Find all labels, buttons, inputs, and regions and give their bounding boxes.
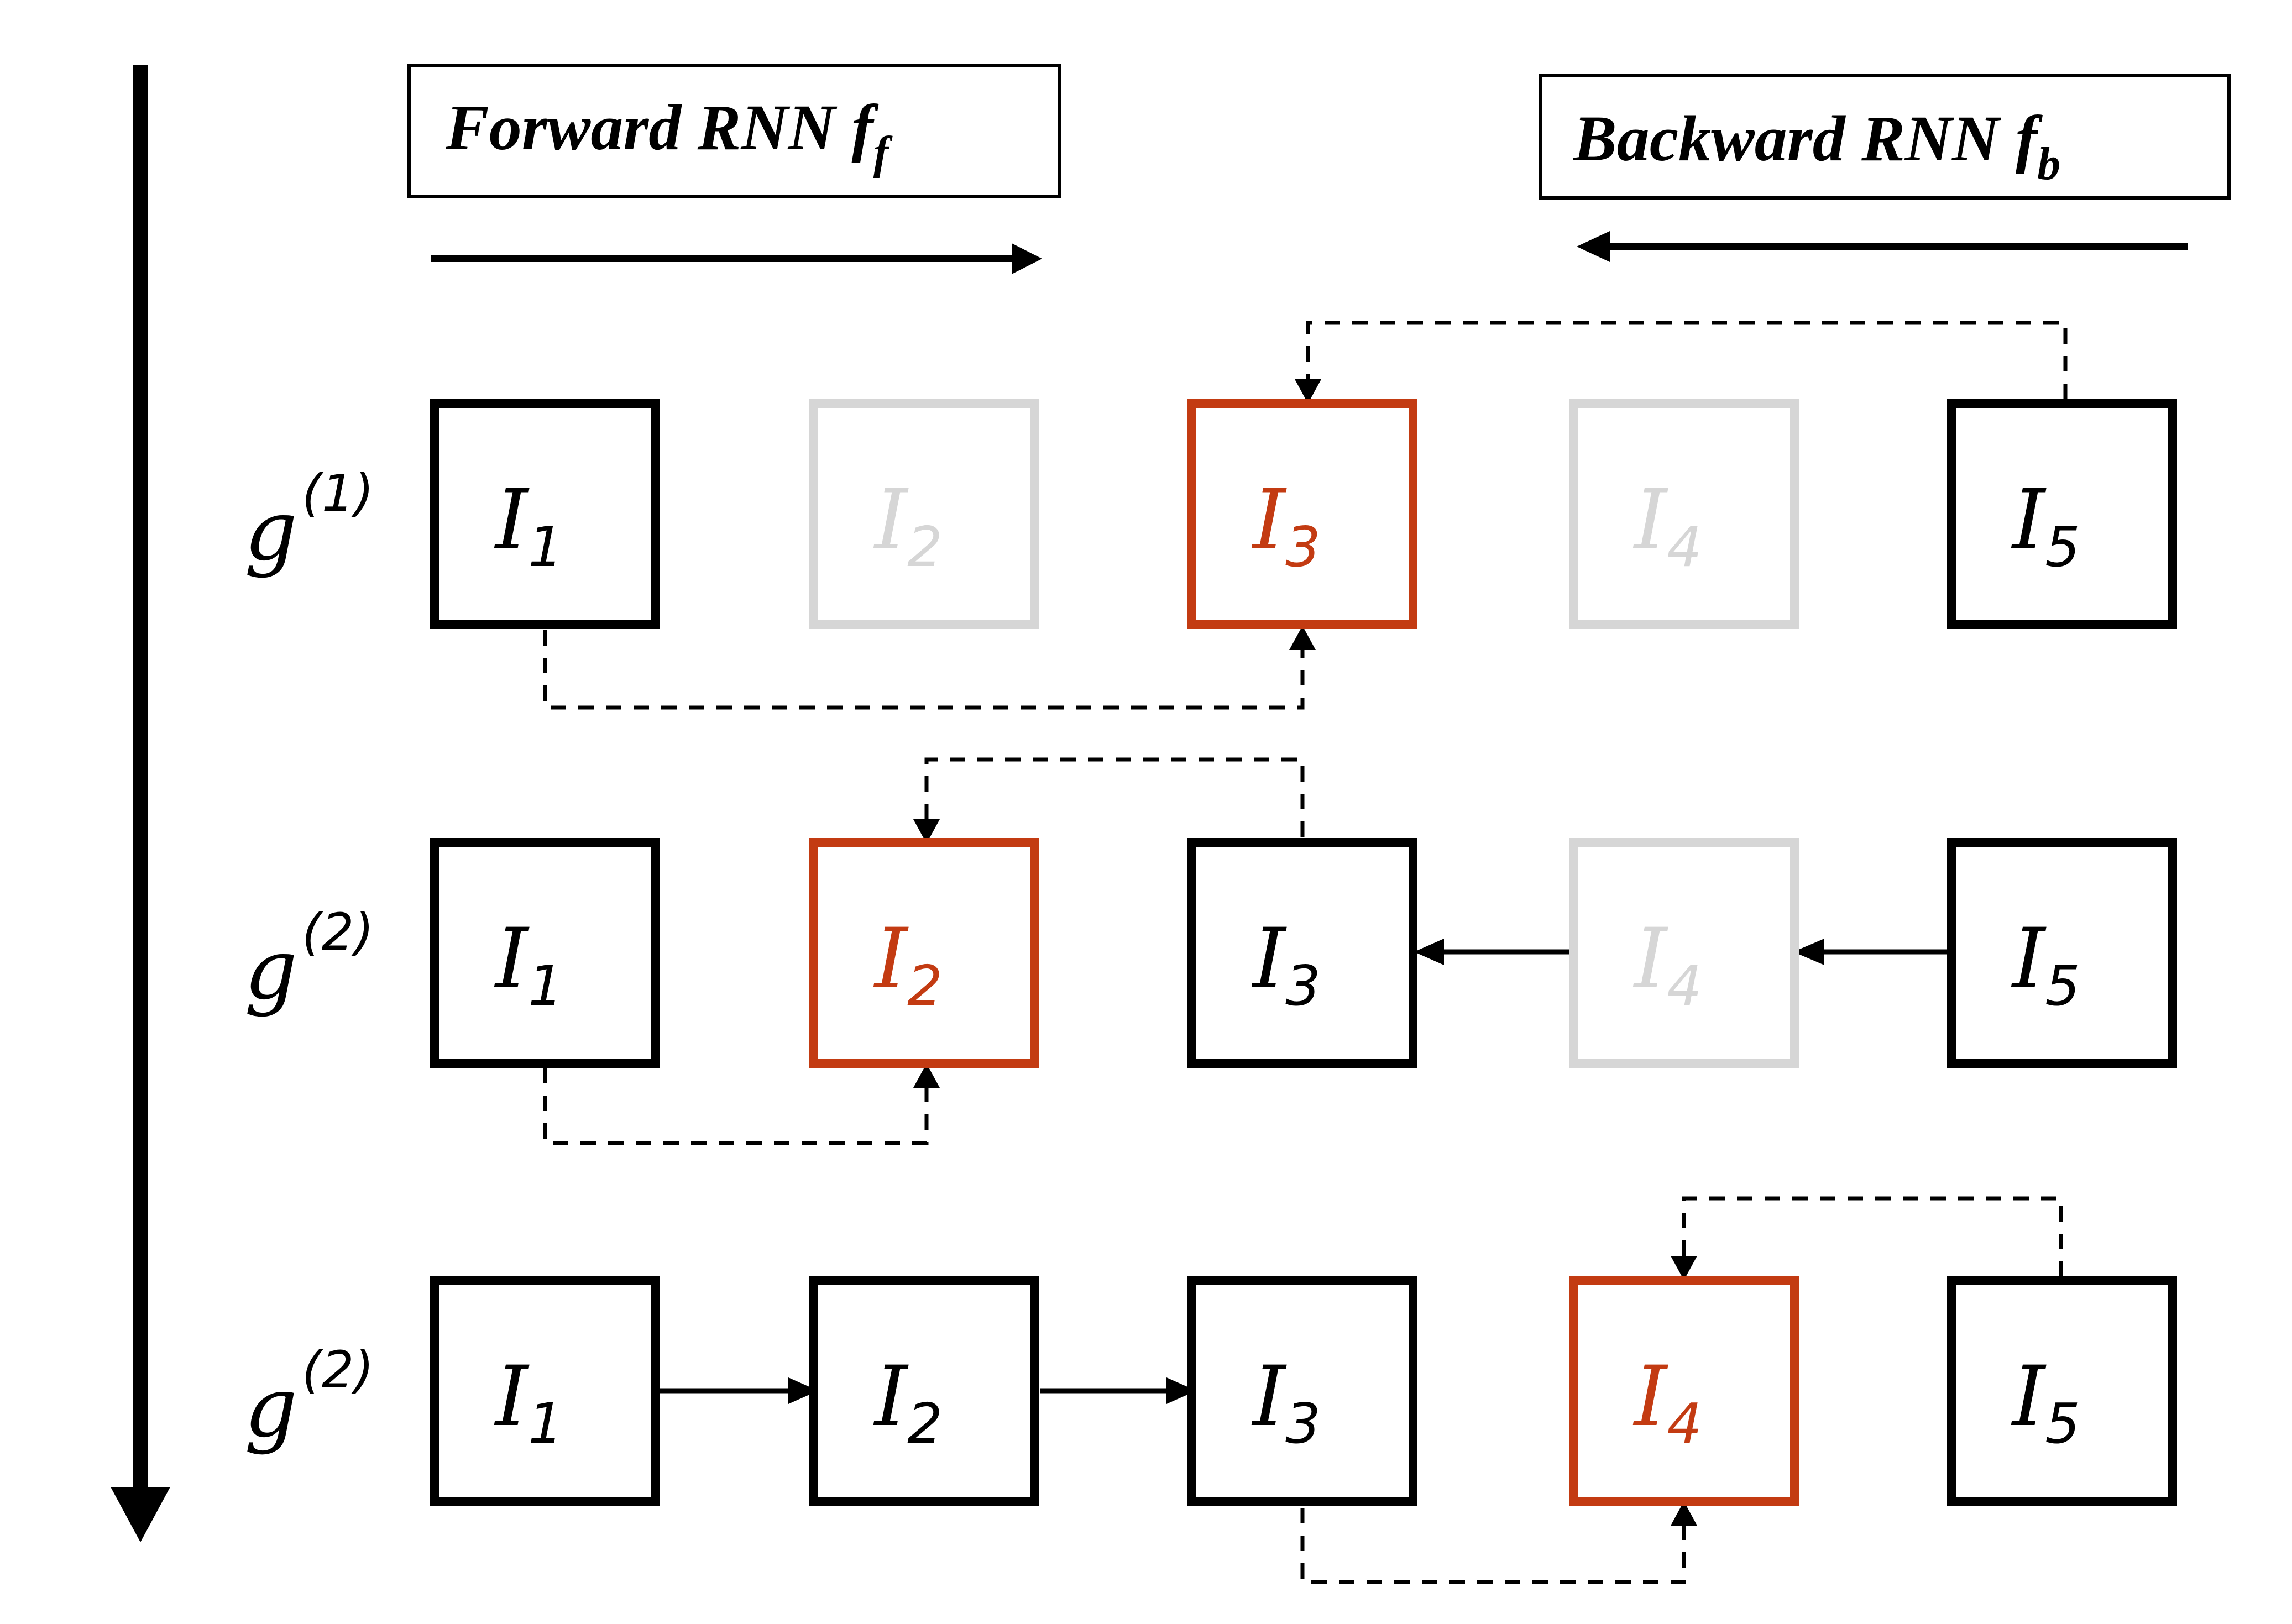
forward-rnn-legend: Forward RNN ff <box>407 64 1061 274</box>
row-3-label: g(2) <box>244 1340 374 1456</box>
node-label: I1 <box>494 911 563 1018</box>
node-box <box>809 399 1039 629</box>
node-label: I4 <box>1632 472 1702 579</box>
dashed-connectors <box>543 321 2068 1584</box>
backward-rnn-legend: Backward RNN fb <box>1539 74 2231 262</box>
node-label: I2 <box>873 1349 943 1456</box>
svg-text:Backward RNN fb: Backward RNN fb <box>1572 102 2060 190</box>
row-2-label: g(2) <box>244 903 374 1018</box>
node-label: I1 <box>494 472 563 579</box>
node-box <box>430 399 660 629</box>
node-row2-i5: I5 <box>1947 838 2177 1068</box>
node-label: I3 <box>1251 472 1321 579</box>
row-2-backward-skip <box>924 757 1305 837</box>
row-1-forward-skip <box>543 630 1305 710</box>
node-label: I1 <box>494 1349 563 1456</box>
backward-rnn-subscript: b <box>2037 138 2060 190</box>
node-label: I5 <box>2011 472 2080 579</box>
node-row3-i2: I2 <box>809 1276 1039 1506</box>
node-row2-i3: I3 <box>1187 838 1417 1068</box>
node-box <box>1947 838 2177 1068</box>
node-box <box>430 838 660 1068</box>
node-box <box>1569 1276 1799 1506</box>
node-label: I4 <box>1632 911 1702 1018</box>
row-2-forward-skip <box>543 1068 929 1145</box>
node-label: I4 <box>1632 1349 1702 1456</box>
node-label: I3 <box>1251 911 1321 1018</box>
row-1-label: g(1) <box>244 464 374 579</box>
node-label: I2 <box>873 911 943 1018</box>
row-labels: g(1) g(2) g(2) <box>244 464 374 1456</box>
node-row3-i5: I5 <box>1947 1276 2177 1506</box>
node-label: I5 <box>2011 1349 2080 1456</box>
node-label: I3 <box>1251 1349 1321 1456</box>
node-box <box>1187 838 1417 1068</box>
node-box <box>430 1276 660 1506</box>
node-row2-i4: I4 <box>1569 838 1799 1068</box>
node-box <box>809 1276 1039 1506</box>
node-row1-i4: I4 <box>1569 399 1799 629</box>
node-row3-i4: I4 <box>1569 1276 1799 1506</box>
node-box <box>1569 399 1799 629</box>
row-3-forward-skip <box>1300 1508 1686 1584</box>
solid-arrowheads <box>788 939 1824 1404</box>
row-1-backward-skip <box>1306 321 2068 399</box>
solid-connectors <box>659 949 1949 1394</box>
node-label: I5 <box>2011 911 2080 1018</box>
node-row3-i1: I1 <box>430 1276 660 1506</box>
row-3-backward-skip <box>1682 1196 2063 1277</box>
time-axis-arrow <box>111 65 170 1542</box>
node-box <box>1569 838 1799 1068</box>
node-row1-i2: I2 <box>809 399 1039 629</box>
node-box <box>1947 1276 2177 1506</box>
node-label: I2 <box>873 472 943 579</box>
node-row2-i1: I1 <box>430 838 660 1068</box>
node-box <box>1187 1276 1417 1506</box>
forward-rnn-label: Forward RNN f <box>445 91 879 164</box>
node-row1-i1: I1 <box>430 399 660 629</box>
backward-rnn-label: Backward RNN f <box>1572 102 2043 175</box>
node-box <box>1947 399 2177 629</box>
node-row1-i3: I3 <box>1187 399 1417 629</box>
node-row1-i5: I5 <box>1947 399 2177 629</box>
node-row3-i3: I3 <box>1187 1276 1417 1506</box>
node-box <box>1187 399 1417 629</box>
node-box <box>809 838 1039 1068</box>
dashed-arrowheads <box>913 379 1697 1526</box>
node-row2-i2: I2 <box>809 838 1039 1068</box>
